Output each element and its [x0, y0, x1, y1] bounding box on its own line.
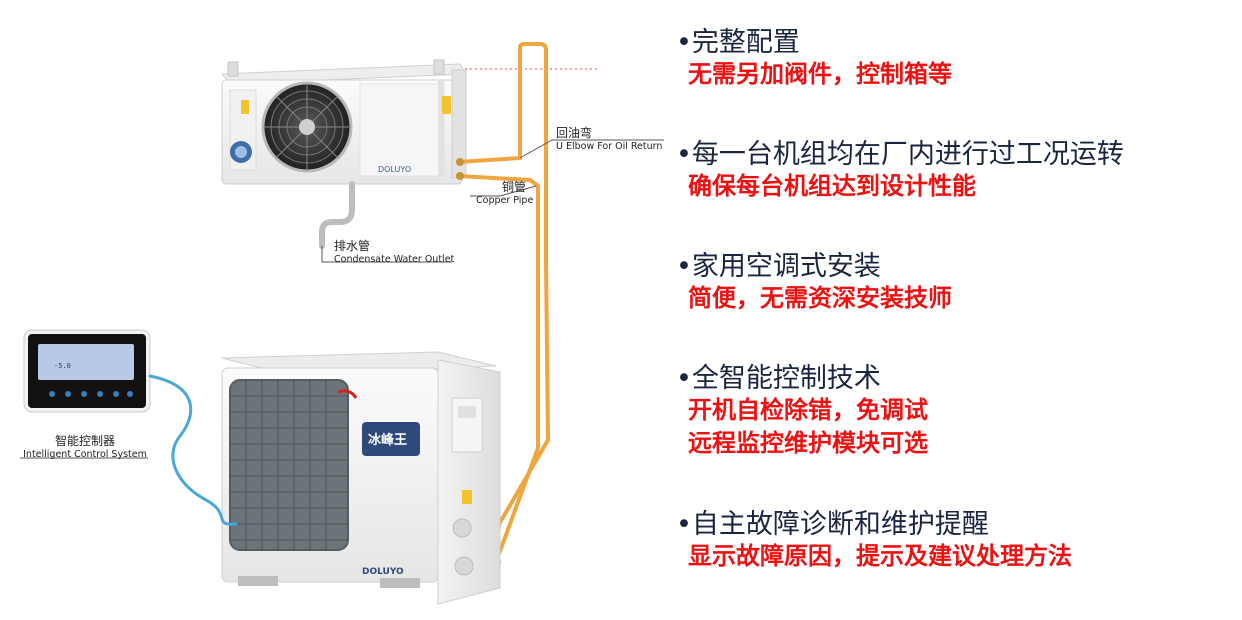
controller-screen [38, 344, 134, 380]
water-outlet-leader [321, 246, 452, 263]
controller-reading: -5.0 [54, 362, 71, 370]
feature-desc: 简便，无需资深安装技师 [688, 284, 952, 312]
condensate-drain-pipe [319, 181, 355, 249]
controller-cable [148, 374, 238, 526]
controller-label: 智能控制器 Intelligent Control System [20, 432, 150, 460]
controller-label-en: Intelligent Control System [23, 449, 147, 460]
feature-easy-install: •家用空调式安装 简便，无需资深安装技师 [676, 252, 952, 315]
copper-pipe-leader [470, 185, 537, 197]
feature-title: •自主故障诊断和维护提醒 [676, 509, 989, 540]
copper-pipe-label-en: Copper Pipe [476, 195, 534, 206]
controller-label-cn: 智能控制器 [54, 434, 115, 448]
feature-factory-tested: •每一台机组均在厂内进行过工况运转 确保每台机组达到设计性能 [676, 140, 1124, 203]
feature-title: •全智能控制技术 [676, 363, 881, 394]
feature-complete-config: •完整配置 无需另加阀件，控制箱等 [676, 28, 952, 91]
oil-return-label: 回油弯 U Elbow For Oil Return [556, 124, 662, 152]
oil-return-leader [519, 139, 664, 159]
outdoor-brand-logo: DOLUYO [362, 567, 404, 577]
outdoor-condensing-unit: 冰峰王 DOLUYO [221, 351, 501, 605]
copper-pipes [456, 42, 550, 564]
oil-return-label-cn: 回油弯 [556, 126, 593, 140]
feature-title: •完整配置 [676, 27, 800, 58]
outdoor-badge: 冰峰王 [368, 432, 407, 448]
feature-desc: 显示故障原因，提示及建议处理方法 [688, 542, 1072, 570]
oil-return-label-en: U Elbow For Oil Return [556, 141, 663, 152]
intelligent-controller: -5.0 [23, 329, 151, 413]
copper-pipe-label: 铜管 Copper Pipe [476, 178, 533, 206]
feature-title: •每一台机组均在厂内进行过工况运转 [676, 139, 1124, 170]
water-outlet-label-en: Condensate Water Outlet [334, 254, 455, 265]
copper-pipe-label-cn: 铜管 [502, 180, 527, 194]
feature-smart-control: •全智能控制技术 开机自检除错，免调试 远程监控维护模块可选 [676, 364, 928, 460]
feature-title: •家用空调式安装 [676, 251, 881, 282]
feature-desc: 开机自检除错，免调试 [688, 396, 928, 424]
water-outlet-label-cn: 排水管 [334, 239, 371, 253]
water-outlet-label: 排水管 Condensate Water Outlet [334, 237, 454, 265]
indoor-brand-logo: DOLUYO [378, 165, 411, 174]
feature-desc: 确保每台机组达到设计性能 [688, 172, 976, 200]
feature-fault-diagnosis: •自主故障诊断和维护提醒 显示故障原因，提示及建议处理方法 [676, 510, 1072, 573]
feature-desc: 远程监控维护模块可选 [688, 429, 928, 457]
indoor-evaporator-unit: DOLUYO [220, 59, 467, 185]
feature-desc: 无需另加阀件，控制箱等 [688, 60, 952, 88]
